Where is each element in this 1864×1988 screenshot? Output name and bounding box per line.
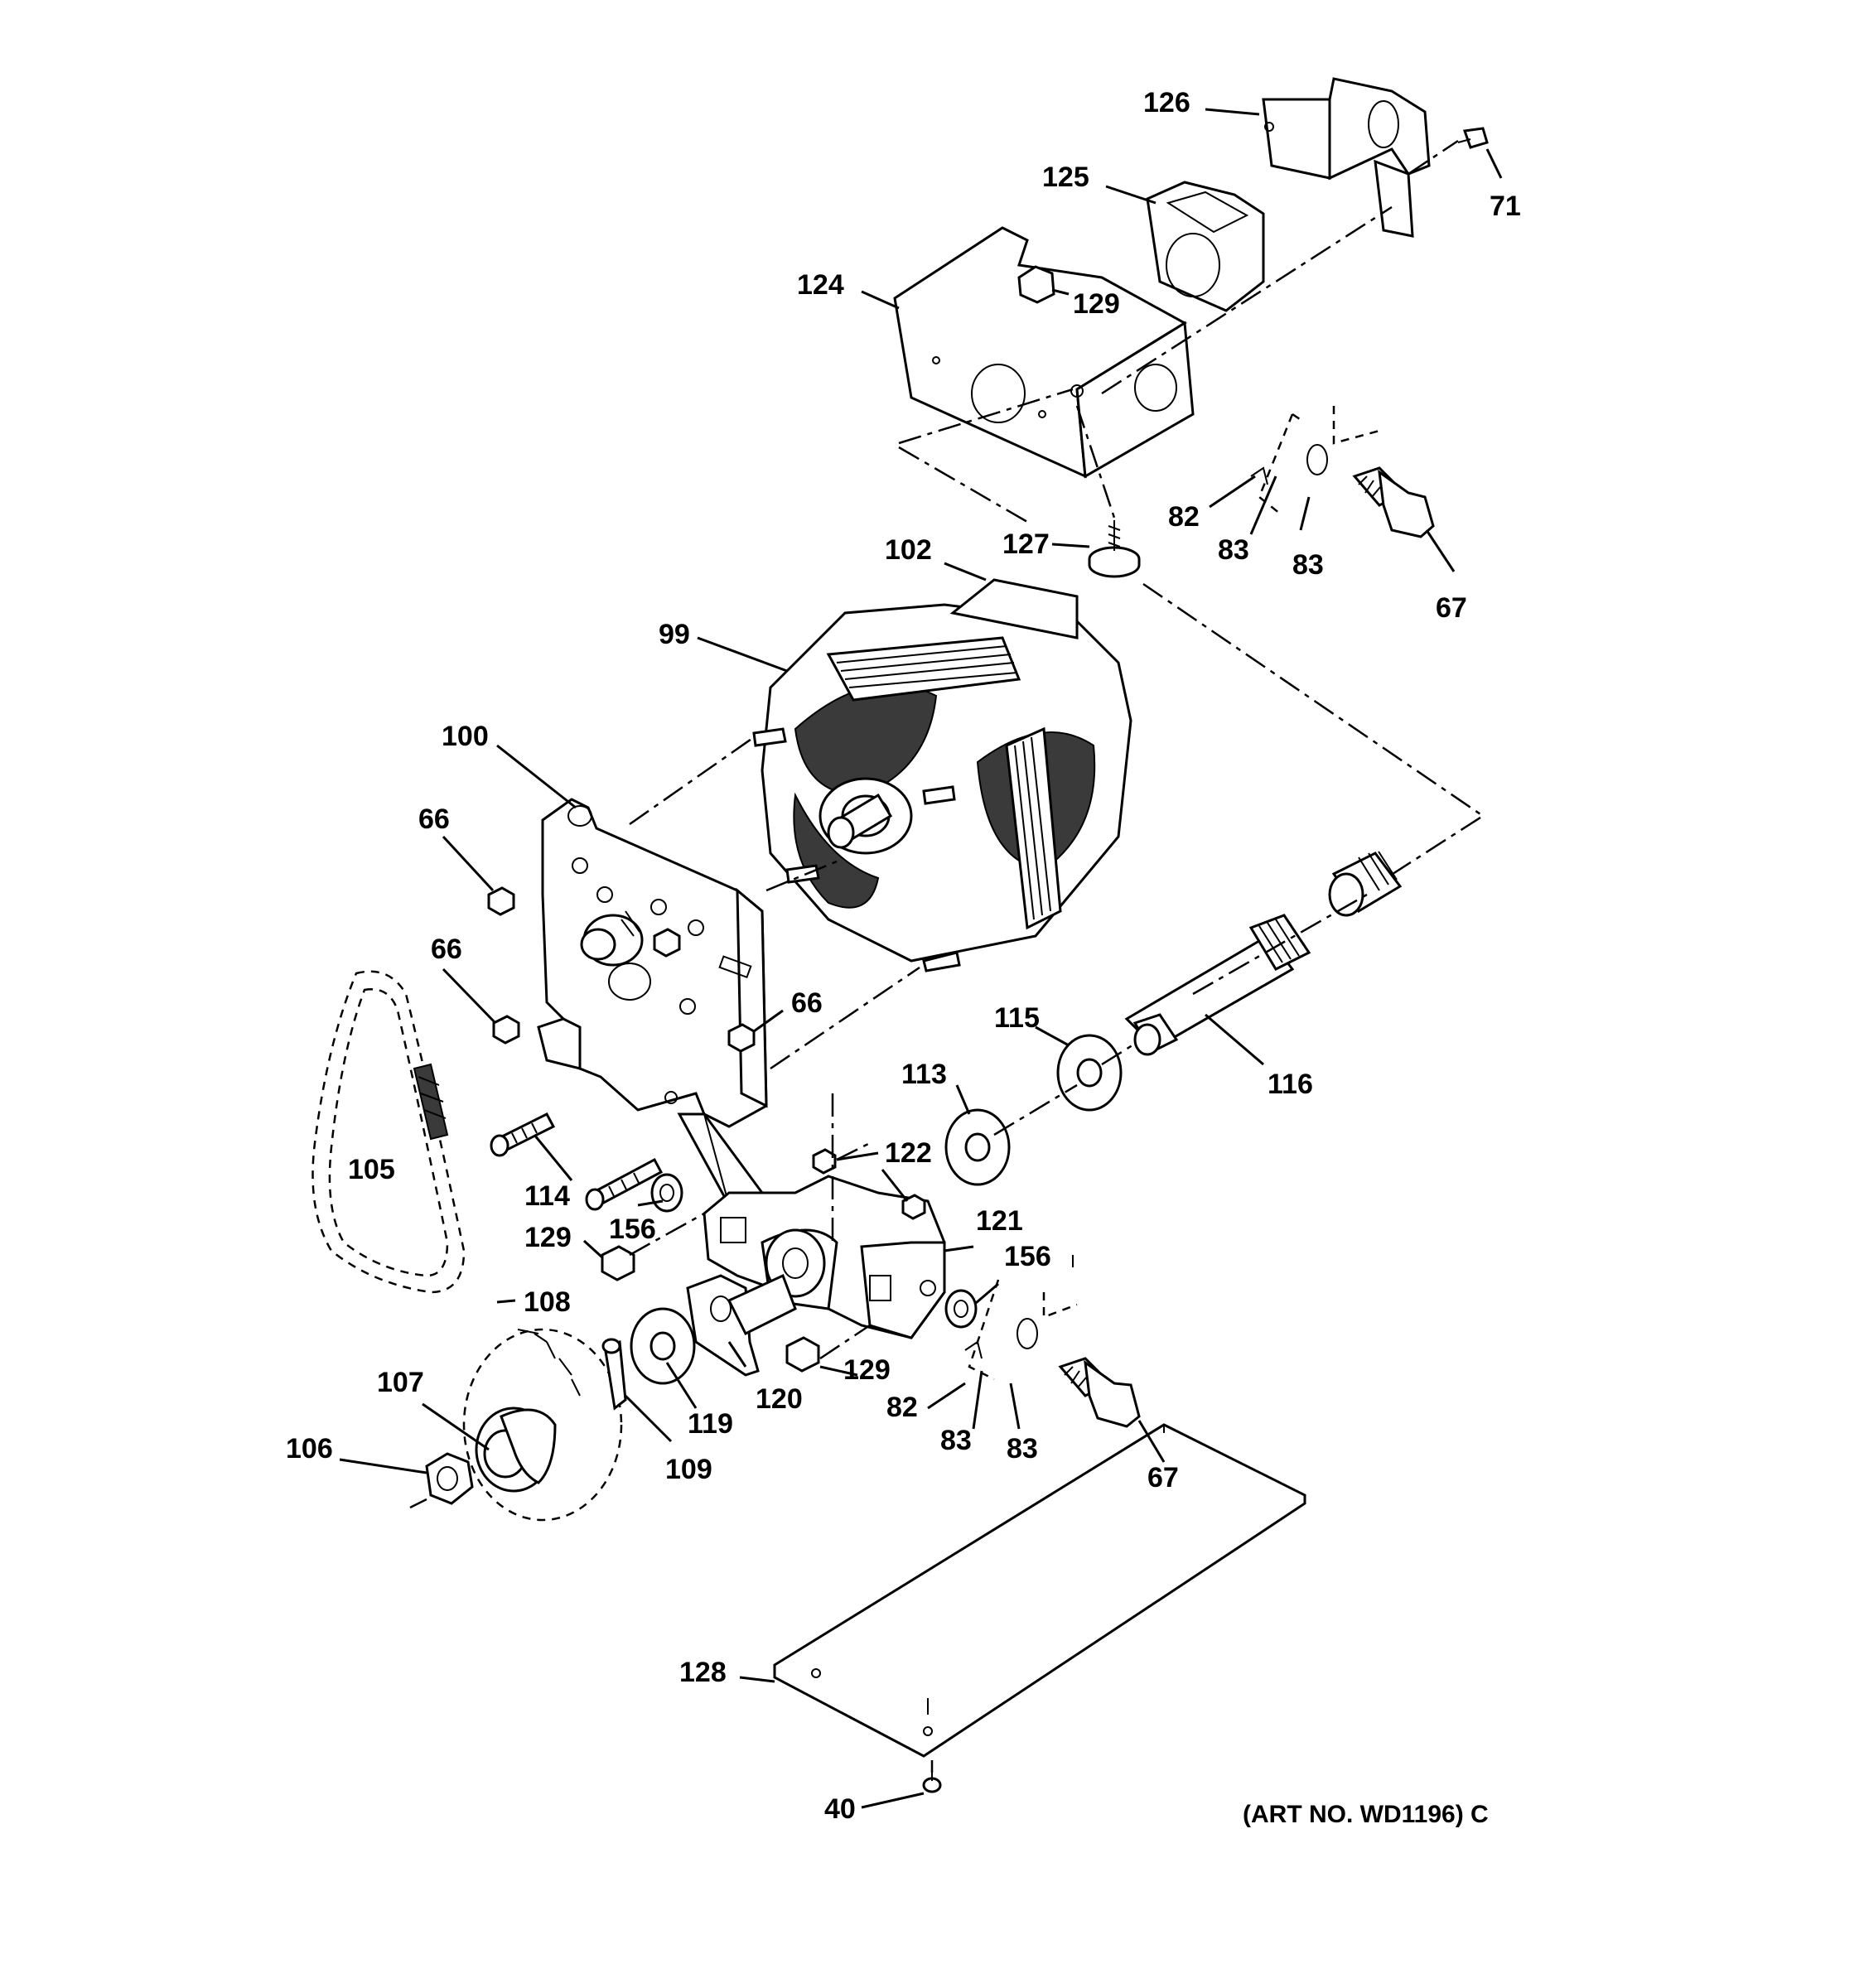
part-114-screw-b — [585, 1157, 664, 1211]
callout-114: 114 — [524, 1180, 570, 1212]
part-114-screw-a — [490, 1112, 556, 1157]
part-125-insulator — [1146, 181, 1265, 312]
part-120-plate — [686, 1273, 797, 1377]
part-105-belt — [311, 970, 466, 1294]
part-129-nut-c — [785, 1336, 820, 1373]
callout-109: 109 — [665, 1454, 712, 1485]
part-66-nut-b — [492, 1015, 520, 1045]
part-116-shaft — [1124, 851, 1403, 1056]
part-113-washer — [944, 1108, 1011, 1186]
part-121-housing — [703, 1175, 946, 1339]
part-40-screw — [922, 1773, 942, 1793]
callout-67-upper: 67 — [1436, 592, 1467, 624]
part-107-hub — [475, 1407, 557, 1493]
callout-156-a: 156 — [609, 1214, 656, 1245]
callout-108: 108 — [524, 1286, 571, 1318]
callout-122: 122 — [885, 1137, 932, 1169]
part-124-bracket — [893, 226, 1195, 479]
callout-100: 100 — [442, 721, 489, 752]
callout-40: 40 — [824, 1793, 856, 1825]
part-66-nut-d — [653, 928, 681, 958]
callout-129-top: 129 — [1073, 288, 1120, 320]
callout-113: 113 — [901, 1059, 947, 1090]
part-126-bracket — [1262, 77, 1431, 238]
lower-brace-assembly — [964, 1255, 1078, 1381]
part-99-motor — [752, 578, 1132, 972]
part-115-washer — [1056, 1034, 1123, 1112]
part-127-foot — [1088, 520, 1141, 578]
part-66-nut-a — [487, 886, 515, 916]
callout-129-low: 129 — [843, 1354, 891, 1386]
callout-119: 119 — [688, 1408, 733, 1440]
callout-106: 106 — [286, 1433, 333, 1464]
callout-83-lower-a: 83 — [940, 1425, 972, 1456]
part-119-washer — [630, 1307, 696, 1385]
part-128-plate — [773, 1423, 1306, 1758]
callout-82-lower: 82 — [886, 1392, 918, 1423]
part-67-bolt-upper — [1352, 466, 1435, 538]
callout-124: 124 — [797, 269, 844, 301]
callout-71: 71 — [1490, 191, 1521, 222]
part-156-washer-b — [944, 1289, 978, 1329]
callout-107: 107 — [377, 1367, 424, 1398]
callout-67-lower: 67 — [1147, 1462, 1179, 1493]
callout-156-b: 156 — [1004, 1241, 1051, 1272]
callout-121: 121 — [976, 1205, 1023, 1237]
callout-129-mid: 129 — [524, 1222, 572, 1253]
part-109-pin — [601, 1338, 627, 1411]
part-100-bracket — [537, 798, 768, 1207]
callout-labels: 126 71 125 124 129 102 127 82 83 83 67 9… — [286, 87, 1521, 1828]
callout-126: 126 — [1143, 87, 1190, 118]
callout-83-upper-a: 83 — [1218, 534, 1249, 566]
part-67-bolt-lower — [1058, 1357, 1141, 1428]
callout-102: 102 — [885, 534, 932, 566]
part-71-screw — [1457, 127, 1489, 149]
callout-120: 120 — [756, 1383, 803, 1415]
leader-lines — [339, 108, 1503, 1809]
part-66-nut-c — [727, 1023, 756, 1053]
upper-brace-assembly — [1250, 406, 1380, 514]
art-number: (ART NO. WD1196) C — [1243, 1801, 1489, 1828]
callout-125: 125 — [1042, 162, 1089, 193]
part-156-washer-a — [650, 1173, 683, 1213]
callout-99: 99 — [659, 619, 690, 650]
callout-66-b: 66 — [431, 934, 462, 965]
callout-66-c: 66 — [791, 987, 823, 1019]
callout-127: 127 — [1002, 528, 1050, 560]
part-129-nut-b — [601, 1245, 635, 1281]
callout-82-upper: 82 — [1168, 501, 1200, 533]
callout-116: 116 — [1268, 1069, 1313, 1100]
callout-66-a: 66 — [418, 803, 450, 835]
part-108-pulley — [462, 1328, 623, 1522]
callout-105: 105 — [348, 1154, 395, 1185]
part-106-nut — [425, 1452, 474, 1505]
part-129-nut — [1017, 265, 1055, 304]
callout-83-upper-b: 83 — [1292, 549, 1324, 581]
part-122-nut-a — [812, 1148, 837, 1175]
callout-115: 115 — [994, 1002, 1040, 1034]
callout-128: 128 — [679, 1657, 727, 1688]
callout-83-lower-b: 83 — [1007, 1433, 1038, 1464]
part-122-nut-b — [901, 1194, 926, 1220]
